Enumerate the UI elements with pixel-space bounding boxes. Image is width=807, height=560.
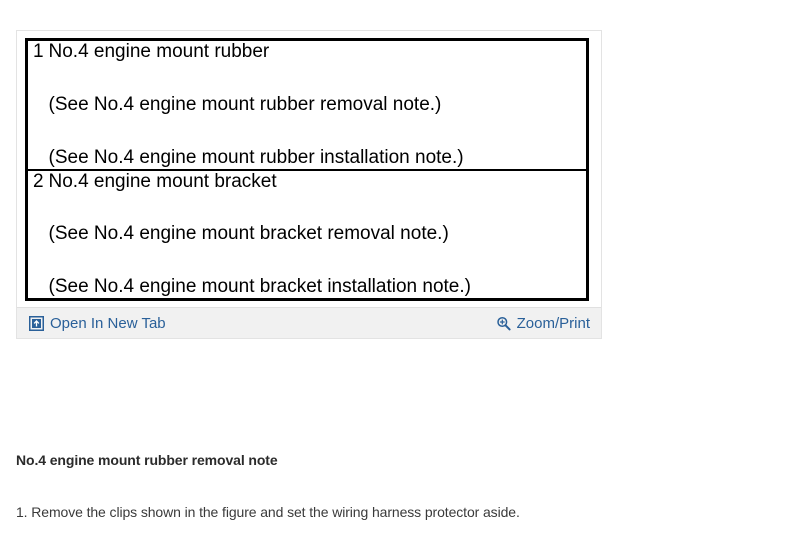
note-section: No.4 engine mount rubber removal note 1.… — [16, 452, 776, 520]
part-description-cell: No.4 engine mount rubber (See No.4 engin… — [49, 40, 588, 170]
magnifier-plus-icon — [496, 316, 511, 331]
installation-note-reference: (See No.4 engine mount bracket installat… — [48, 276, 471, 298]
zoom-print-label: Zoom/Print — [516, 314, 590, 332]
table-row: 2 No.4 engine mount bracket (See No.4 en… — [26, 168, 588, 300]
zoom-print-button[interactable]: Zoom/Print — [496, 315, 590, 332]
table-row: 1 No.4 engine mount rubber (See No.4 eng… — [27, 40, 588, 170]
part-name-text: No.4 engine mount bracket — [48, 170, 277, 192]
part-number-cell: 2 — [26, 168, 49, 300]
figure-image-area: 1 No.4 engine mount rubber (See No.4 eng… — [17, 31, 601, 308]
figure-action-bar: Open In New Tab Zoom/Print — [17, 307, 601, 339]
note-heading: No.4 engine mount rubber removal note — [16, 452, 278, 468]
part-name-text: No.4 engine mount rubber — [48, 41, 270, 62]
installation-note-reference: (See No.4 engine mount rubber installati… — [48, 146, 464, 168]
removal-note-reference: (See No.4 engine mount bracket removal n… — [48, 223, 449, 245]
parts-legend-table: 1 No.4 engine mount rubber (See No.4 eng… — [25, 38, 589, 302]
open-in-new-tab-label: Open In New Tab — [50, 314, 166, 332]
open-in-new-tab-button[interactable]: Open In New Tab — [29, 315, 166, 332]
part-description-cell: No.4 engine mount bracket (See No.4 engi… — [48, 168, 588, 300]
part-number-cell: 1 — [32, 41, 44, 62]
open-in-new-tab-icon — [29, 315, 44, 331]
figure-widget: 1 No.4 engine mount rubber (See No.4 eng… — [16, 30, 602, 340]
removal-note-reference: (See No.4 engine mount rubber removal no… — [48, 93, 442, 115]
note-step-1: 1. Remove the clips shown in the figure … — [16, 504, 520, 520]
